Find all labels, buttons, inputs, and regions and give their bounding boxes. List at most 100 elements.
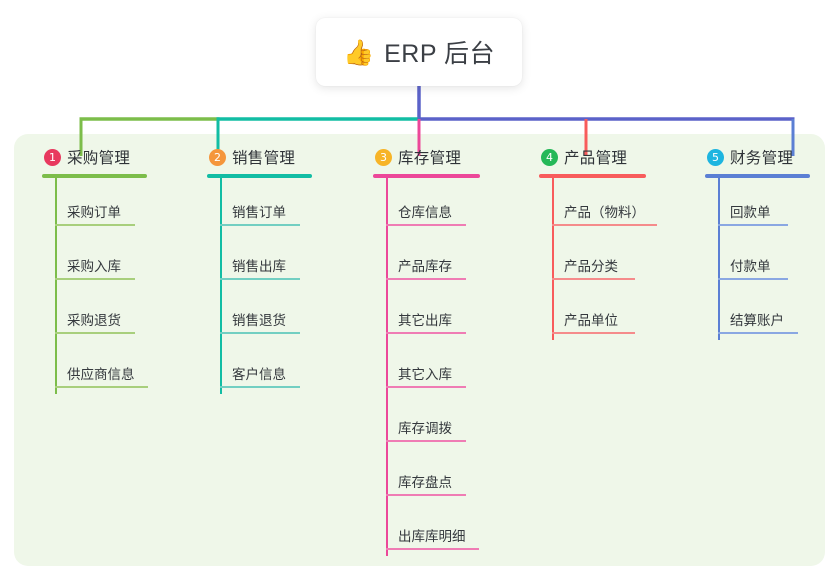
- list-item[interactable]: 采购退货: [40, 286, 147, 340]
- list-item-underline: [55, 224, 135, 226]
- list-item-label: 仓库信息: [398, 205, 452, 220]
- list-item-label: 采购入库: [67, 259, 121, 274]
- column-title-purchase: 采购管理: [67, 150, 131, 167]
- list-item[interactable]: 销售退货: [205, 286, 312, 340]
- column-title-sales: 销售管理: [232, 150, 296, 167]
- column-spine-sales: [220, 178, 222, 394]
- column-items-purchase: 采购订单采购入库采购退货供应商信息: [40, 178, 148, 394]
- list-item-underline: [386, 386, 466, 388]
- column-title-inventory: 库存管理: [398, 150, 462, 167]
- list-item-label: 其它入库: [398, 367, 452, 382]
- list-item-underline: [718, 278, 788, 280]
- column-title-finance: 财务管理: [730, 150, 794, 167]
- column-header-sales[interactable]: 2 销售管理: [205, 146, 312, 168]
- list-item[interactable]: 销售出库: [205, 232, 312, 286]
- list-item-underline: [718, 332, 798, 334]
- list-item[interactable]: 结算账户: [703, 286, 810, 340]
- column-spine-inventory: [386, 178, 388, 556]
- column-underline-finance: [705, 174, 810, 178]
- list-item-label: 出库库明细: [398, 529, 466, 544]
- column-items-inventory: 仓库信息产品库存其它出库其它入库库存调拨库存盘点出库库明细: [371, 178, 480, 556]
- badge-number-inventory: 3: [375, 148, 392, 166]
- column-underline-sales: [207, 174, 312, 178]
- list-item-underline: [718, 224, 788, 226]
- column-inventory: 3 库存管理仓库信息产品库存其它出库其它入库库存调拨库存盘点出库库明细: [371, 146, 480, 556]
- list-item[interactable]: 库存调拨: [371, 394, 480, 448]
- list-item[interactable]: 采购入库: [40, 232, 147, 286]
- list-item-label: 产品（物料）: [564, 205, 645, 220]
- list-item[interactable]: 出库库明细: [371, 502, 480, 556]
- list-item[interactable]: 回款单: [703, 178, 810, 232]
- column-title-product: 产品管理: [564, 150, 628, 167]
- column-header-product[interactable]: 4 产品管理: [537, 146, 646, 168]
- list-item-underline: [552, 332, 635, 334]
- column-finance: 5 财务管理回款单付款单结算账户: [703, 146, 810, 340]
- list-item[interactable]: 其它出库: [371, 286, 480, 340]
- column-spine-finance: [718, 178, 720, 340]
- column-purchase: 1 采购管理采购订单采购入库采购退货供应商信息: [40, 146, 148, 394]
- list-item-label: 销售订单: [232, 205, 286, 220]
- list-item-underline: [220, 278, 300, 280]
- list-item-label: 回款单: [730, 205, 771, 220]
- list-item-label: 结算账户: [730, 313, 784, 328]
- list-item[interactable]: 产品单位: [537, 286, 646, 340]
- list-item-label: 客户信息: [232, 367, 286, 382]
- list-item-underline: [386, 548, 479, 550]
- list-item-underline: [386, 278, 466, 280]
- list-item[interactable]: 库存盘点: [371, 448, 480, 502]
- list-item[interactable]: 付款单: [703, 232, 810, 286]
- list-item-label: 其它出库: [398, 313, 452, 328]
- list-item-label: 采购订单: [67, 205, 121, 220]
- list-item-label: 库存盘点: [398, 475, 452, 490]
- list-item[interactable]: 销售订单: [205, 178, 312, 232]
- list-item-underline: [386, 224, 466, 226]
- badge-number-sales: 2: [209, 148, 226, 166]
- root-node-card[interactable]: 👍 ERP 后台: [316, 18, 522, 86]
- list-item[interactable]: 产品库存: [371, 232, 480, 286]
- list-item-underline: [220, 224, 300, 226]
- column-underline-product: [539, 174, 646, 178]
- thumbs-up-icon: 👍: [342, 38, 375, 67]
- list-item[interactable]: 客户信息: [205, 340, 312, 394]
- column-spine-product: [552, 178, 554, 340]
- column-header-finance[interactable]: 5 财务管理: [703, 146, 810, 168]
- list-item-underline: [386, 332, 466, 334]
- list-item-underline: [55, 332, 135, 334]
- list-item-underline: [552, 224, 657, 226]
- list-item-underline: [552, 278, 635, 280]
- list-item[interactable]: 其它入库: [371, 340, 480, 394]
- badge-number-product: 4: [541, 148, 558, 166]
- list-item-underline: [55, 386, 148, 388]
- list-item-label: 销售出库: [232, 259, 286, 274]
- list-item[interactable]: 采购订单: [40, 178, 147, 232]
- list-item-label: 产品单位: [564, 313, 618, 328]
- badge-number-purchase: 1: [44, 148, 61, 166]
- list-item[interactable]: 供应商信息: [40, 340, 148, 394]
- list-item-label: 产品分类: [564, 259, 618, 274]
- column-underline-purchase: [42, 174, 147, 178]
- list-item-underline: [386, 494, 466, 496]
- column-underline-inventory: [373, 174, 480, 178]
- root-title: ERP 后台: [384, 40, 496, 68]
- column-items-sales: 销售订单销售出库销售退货客户信息: [205, 178, 312, 394]
- column-sales: 2 销售管理销售订单销售出库销售退货客户信息: [205, 146, 312, 394]
- badge-number-finance: 5: [707, 148, 724, 166]
- list-item-underline: [55, 278, 135, 280]
- column-items-finance: 回款单付款单结算账户: [703, 178, 810, 340]
- list-item-label: 销售退货: [232, 313, 286, 328]
- column-items-product: 产品（物料） 产品分类产品单位: [537, 178, 657, 340]
- list-item-label: 库存调拨: [398, 421, 452, 436]
- list-item[interactable]: 产品分类: [537, 232, 646, 286]
- list-item-label: 付款单: [730, 259, 771, 274]
- column-header-inventory[interactable]: 3 库存管理: [371, 146, 480, 168]
- list-item[interactable]: 仓库信息: [371, 178, 480, 232]
- list-item-label: 采购退货: [67, 313, 121, 328]
- list-item-underline: [386, 440, 466, 442]
- list-item[interactable]: 产品（物料）: [537, 178, 657, 232]
- list-item-label: 供应商信息: [67, 367, 135, 382]
- column-product: 4 产品管理产品（物料） 产品分类产品单位: [537, 146, 657, 340]
- list-item-label: 产品库存: [398, 259, 452, 274]
- column-header-purchase[interactable]: 1 采购管理: [40, 146, 147, 168]
- list-item-underline: [220, 386, 300, 388]
